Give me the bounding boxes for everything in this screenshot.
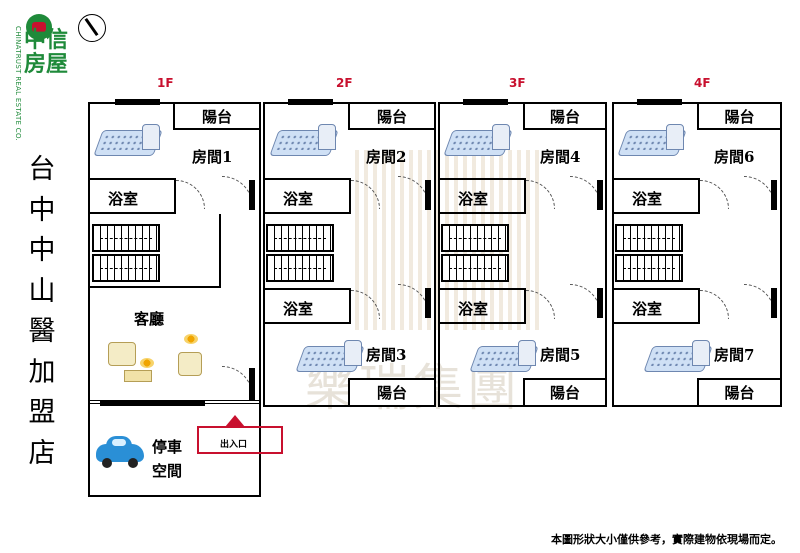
bed-icon: [295, 340, 365, 374]
bathroom-label: 浴室: [632, 190, 663, 208]
balcony-2f-bottom: 陽台: [348, 378, 436, 407]
title-char: 加: [28, 356, 56, 388]
floor-label-1f: 1F: [157, 76, 174, 90]
bathroom-4f-bottom: [612, 288, 700, 324]
window: [425, 288, 431, 318]
bathroom-1f: [88, 178, 176, 214]
balcony-4f-top: 陽台: [697, 102, 782, 130]
compass-icon: [78, 14, 106, 42]
bathroom-label: 浴室: [458, 300, 489, 318]
window: [249, 368, 255, 400]
staircase: [441, 254, 509, 282]
room-label: 房間7: [714, 346, 755, 364]
room-label: 房間1: [192, 148, 233, 166]
sofa-icon: [108, 342, 136, 366]
floor-label-3f: 3F: [509, 76, 526, 90]
room-label: 房間6: [714, 148, 755, 166]
title-char: 盟: [28, 397, 56, 428]
logo: 中信房屋 CHINATRUST REAL ESTATE CO.: [14, 12, 80, 141]
balcony-4f-bottom: 陽台: [697, 378, 782, 407]
title-char: 山: [28, 275, 56, 307]
staircase: [441, 224, 509, 252]
window: [425, 180, 431, 210]
room-label: 房間3: [366, 346, 407, 364]
window: [288, 99, 333, 105]
bathroom-2f-top: [263, 178, 351, 214]
window: [597, 288, 603, 318]
balcony-3f-bottom: 陽台: [523, 378, 607, 407]
bed-icon: [643, 340, 713, 374]
bathroom-label: 浴室: [632, 300, 663, 318]
entrance-box: [197, 426, 283, 454]
bathroom-label: 浴室: [108, 190, 139, 208]
title-char: 醫: [28, 316, 56, 347]
sofa-icon: [178, 352, 202, 376]
title-char: 中: [28, 235, 56, 266]
lamp-icon: [184, 334, 198, 344]
bathroom-4f-top: [612, 178, 700, 214]
floor-label-4f: 4F: [694, 76, 711, 90]
disclaimer: 本圖形狀大小僅供參考，實際建物依現場而定。: [551, 533, 782, 546]
room-label: 房間5: [540, 346, 581, 364]
logo-brand-en: CHINATRUST REAL ESTATE CO.: [14, 26, 22, 142]
bathroom-3f-top: [438, 178, 526, 214]
floor-label-2f: 2F: [336, 76, 353, 90]
window: [115, 99, 160, 105]
title-char: 台: [28, 154, 56, 185]
title-char: 店: [28, 437, 56, 469]
window: [637, 99, 682, 105]
entrance-arrow-icon: [225, 415, 245, 427]
bed-icon: [93, 124, 163, 158]
coffee-table-icon: [124, 370, 152, 382]
bathroom-label: 浴室: [458, 190, 489, 208]
store-title: 台 中 中 山 醫 加 盟 店: [20, 150, 64, 474]
bed-icon: [469, 340, 539, 374]
balcony-3f-top: 陽台: [523, 102, 607, 130]
title-char: 中: [28, 194, 56, 226]
window: [771, 288, 777, 318]
parking-label: 停車: [152, 438, 183, 456]
window: [463, 99, 508, 105]
balcony-1f: 陽台: [173, 102, 261, 130]
logo-mark-icon: [26, 14, 52, 40]
bathroom-3f-bottom: [438, 288, 526, 324]
staircase: [615, 224, 683, 252]
living-room-label: 客廳: [134, 310, 165, 328]
balcony-2f-top: 陽台: [348, 102, 436, 130]
bed-icon: [617, 124, 687, 158]
staircase: [92, 224, 160, 252]
room-label: 房間4: [540, 148, 581, 166]
window: [597, 180, 603, 210]
staircase: [266, 224, 334, 252]
bathroom-label: 浴室: [283, 300, 314, 318]
car-icon: [96, 434, 146, 468]
staircase: [92, 254, 160, 282]
bathroom-2f-bottom: [263, 288, 351, 324]
bed-icon: [443, 124, 513, 158]
entrance-label: 出入口: [220, 440, 248, 450]
floor-3f: [438, 102, 607, 407]
parking-label: 空間: [152, 462, 183, 480]
window: [249, 180, 255, 210]
room-label: 房間2: [366, 148, 407, 166]
hallway-wall: [88, 214, 221, 288]
logo-brand-cn: 中信房屋: [24, 27, 69, 77]
staircase: [266, 254, 334, 282]
bathroom-label: 浴室: [283, 190, 314, 208]
bed-icon: [269, 124, 339, 158]
window: [771, 180, 777, 210]
staircase: [615, 254, 683, 282]
garage-door: [100, 401, 205, 406]
flower-icon: [140, 358, 154, 368]
